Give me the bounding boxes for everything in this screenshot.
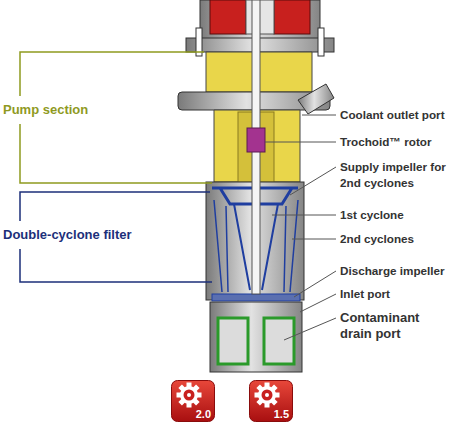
gear-center bbox=[265, 393, 269, 397]
motor-section bbox=[210, 0, 246, 34]
motor-section bbox=[274, 0, 310, 34]
gear-body bbox=[258, 386, 276, 404]
discharge-impeller bbox=[212, 294, 300, 301]
inlet-cavity bbox=[218, 318, 248, 364]
bolt bbox=[318, 28, 324, 56]
version-number: 2.0 bbox=[196, 408, 211, 420]
section-label: Pump section bbox=[3, 102, 88, 118]
part-label: Trochoid™ rotor bbox=[340, 134, 462, 150]
gear-hub bbox=[184, 390, 195, 401]
part-label: Inlet port bbox=[340, 286, 462, 302]
part-label: Contaminant drain port bbox=[340, 310, 440, 342]
part-label: 1st cyclone bbox=[340, 207, 462, 223]
leader-line bbox=[292, 239, 336, 240]
part-label: Discharge impeller bbox=[340, 263, 462, 279]
gear-hub bbox=[262, 390, 273, 401]
section-label: Double-cyclone filter bbox=[3, 227, 132, 243]
leader-line bbox=[290, 167, 336, 195]
outlet-pipe bbox=[298, 84, 334, 114]
part-label: Supply impeller for 2nd cyclones bbox=[340, 159, 462, 191]
drain-cavity bbox=[264, 318, 294, 364]
bracket bbox=[20, 52, 204, 96]
leader-line bbox=[302, 115, 336, 116]
leader-line bbox=[265, 142, 336, 143]
version-number: 1.5 bbox=[274, 408, 289, 420]
bracket bbox=[20, 192, 210, 221]
leader-line bbox=[294, 271, 336, 297]
part-label: Coolant outlet port bbox=[340, 107, 462, 123]
trochoid-rotor bbox=[247, 128, 265, 152]
gear-center bbox=[187, 393, 191, 397]
version-icon: 1.5 bbox=[249, 380, 293, 422]
version-icon: 2.0 bbox=[171, 380, 215, 422]
leader-line bbox=[272, 215, 336, 216]
bracket bbox=[20, 124, 212, 183]
lower-housing bbox=[210, 302, 302, 372]
leader-line bbox=[284, 318, 336, 340]
icon-background bbox=[172, 381, 215, 422]
part-label: 2nd cyclones bbox=[340, 231, 462, 247]
leader-line bbox=[300, 294, 336, 312]
gear-body bbox=[180, 386, 198, 404]
bracket bbox=[20, 249, 212, 282]
icon-background bbox=[250, 381, 293, 422]
